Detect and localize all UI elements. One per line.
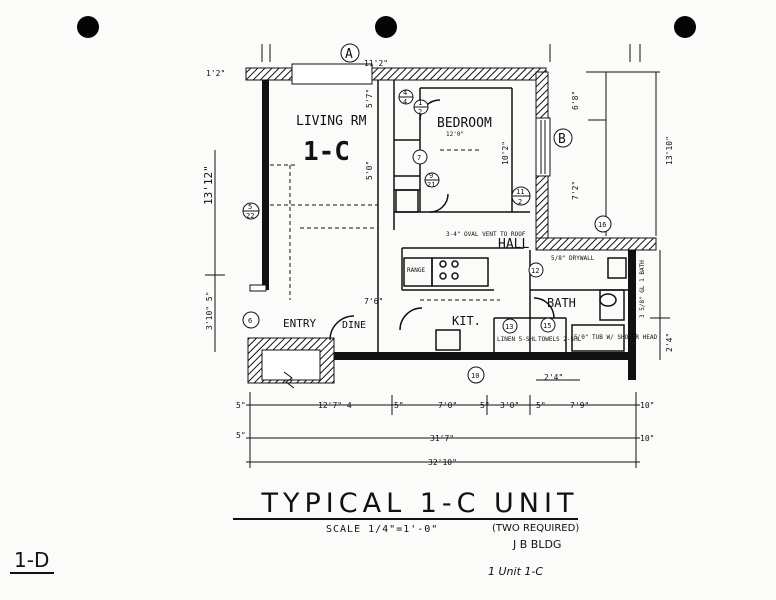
dim-label: 7'6" xyxy=(364,297,383,306)
sheet-number: 1-D xyxy=(14,548,50,572)
drywall-note: 5/8" DRYWALL xyxy=(551,255,595,262)
dim-label: 5'0" xyxy=(365,161,374,180)
room-label-kit: KIT. xyxy=(452,314,481,328)
callout-label: 22 xyxy=(246,212,254,220)
dim-label: 5" xyxy=(236,401,246,410)
sheet-number-underline xyxy=(10,572,54,574)
dim-label: 3'0" xyxy=(500,401,519,410)
callout-circle: 13 xyxy=(502,318,518,334)
dim-label: 10" xyxy=(640,401,654,410)
callout-circle: 7 xyxy=(412,149,428,165)
callout-label: 1 xyxy=(418,99,422,107)
grid-marker-a xyxy=(340,43,360,63)
callout-label: 15 xyxy=(543,322,551,330)
dim-label: 7'0" xyxy=(438,401,457,410)
punch-hole-left xyxy=(77,16,99,38)
sheet-title: TYPICAL 1-C UNIT xyxy=(261,488,579,519)
callout-label: 6 xyxy=(248,317,252,325)
callout-label: 7 xyxy=(417,154,421,162)
room-label-dine: DINE xyxy=(342,320,366,331)
dim-label: 32'10" xyxy=(428,458,457,467)
vent-note: 3-4" OVAL VENT TO ROOF xyxy=(446,231,526,238)
grid-marker-a-label: A xyxy=(345,47,353,62)
break-mark xyxy=(283,371,295,389)
callout-label: 4 xyxy=(403,89,407,97)
dim-label: 31'7" xyxy=(430,434,454,443)
bath-note: 3 5/8" GL 1 BATH xyxy=(639,260,646,318)
unit-id-label: 1-C xyxy=(303,137,350,167)
dim-label: 5" xyxy=(480,401,490,410)
title-underline xyxy=(233,518,578,520)
dim-label: 10" xyxy=(640,434,654,443)
room-label-bath: BATH xyxy=(547,296,576,310)
callout-label: 9 xyxy=(429,172,433,180)
callout-label: 2 xyxy=(518,198,522,206)
callout-circle: 15 xyxy=(540,317,556,333)
callout-label: 13 xyxy=(505,323,513,331)
callout-label: 4 xyxy=(403,98,407,106)
room-label-hall: HALL xyxy=(498,237,529,252)
callout-label: 5 xyxy=(248,203,252,211)
callout-circle: 11 2 xyxy=(511,186,531,206)
building-note: J B BLDG xyxy=(513,538,562,551)
room-label-entry: ENTRY xyxy=(283,317,316,330)
requirement-note: (TWO REQUIRED) xyxy=(492,523,580,534)
grid-marker-b xyxy=(553,128,573,148)
room-label-living: LIVING RM xyxy=(296,114,367,129)
dim-label: 2'4" xyxy=(665,333,674,352)
towels-note: TOWELS 2-SHL xyxy=(538,336,582,343)
callout-label: 2 xyxy=(418,108,422,116)
dim-label: 5" xyxy=(394,401,404,410)
linen-note: LINEN 5-SHL xyxy=(497,336,537,343)
tub-note: 5'0" TUB W/ SHOWER HEAD xyxy=(574,334,657,341)
range-note: RANGE xyxy=(407,267,425,274)
exterior-walls xyxy=(245,63,657,384)
dim-label: 10'2" xyxy=(501,141,510,165)
dim-label: 5'7" xyxy=(365,89,374,108)
callout-label: 21 xyxy=(427,181,435,189)
unit-note: 1 Unit 1-C xyxy=(488,565,544,578)
dim-label: 13'10" xyxy=(665,136,674,165)
dim-label: 7'2" xyxy=(571,181,580,200)
dim-label: 5" xyxy=(236,431,246,440)
callout-circle: 6 xyxy=(242,311,260,329)
callout-label: 10 xyxy=(471,372,479,380)
dim-label: 13'12" xyxy=(202,165,215,205)
callout-label: 16 xyxy=(598,221,606,229)
callout-circle: 4 4 xyxy=(398,89,414,106)
callout-circle: 9 21 xyxy=(424,172,440,189)
room-label-bedroom: BEDROOM xyxy=(437,116,492,131)
dim-label: 5" xyxy=(536,401,546,410)
callout-circle: 1 2 xyxy=(413,99,429,116)
dim-label: 2'4" xyxy=(544,373,563,382)
dim-label: 1'2" xyxy=(206,69,225,78)
callout-label: 12 xyxy=(531,267,539,275)
dim-label: 7'9" xyxy=(570,401,589,410)
dim-label: 11'2" xyxy=(364,59,388,68)
dim-label: 3'10" 5" xyxy=(205,291,214,330)
dim-label: 12'7" 4 xyxy=(318,401,352,410)
callout-circle: 12 xyxy=(528,262,544,278)
scale-note: SCALE 1/4"=1'-0" xyxy=(326,524,439,535)
grid-marker-b-label: B xyxy=(558,132,566,147)
callout-circle: 5 22 xyxy=(242,202,260,220)
interior-walls xyxy=(329,80,628,352)
bedroom-height-note: 12'0" xyxy=(446,131,464,138)
callout-circle: 10 xyxy=(467,366,485,384)
dim-label: 6'8" xyxy=(571,91,580,110)
callout-label: 11 xyxy=(516,188,524,196)
punch-hole-right xyxy=(674,16,696,38)
punch-hole-center xyxy=(375,16,397,38)
callout-circle: 16 xyxy=(594,215,612,233)
